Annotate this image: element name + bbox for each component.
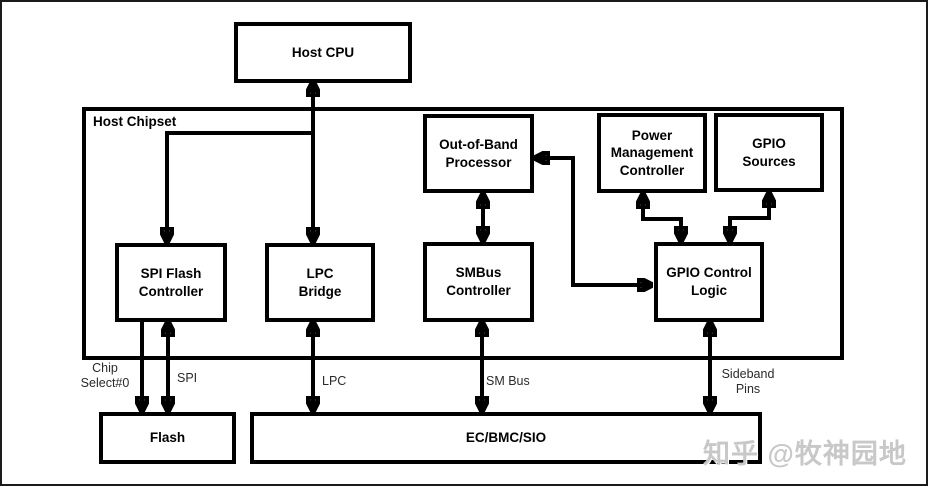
node-gpio-sources: GPIO Sources [714,113,824,192]
node-power-management-controller: Power Management Controller [597,113,707,193]
node-ec-bmc-sio-label: EC/BMC/SIO [465,430,547,446]
node-host-cpu-label: Host CPU [291,44,355,60]
host-chipset-label: Host Chipset [93,114,177,129]
host-chipset-container: Host Chipset [82,107,844,360]
node-spi-flash-controller-label: SPI Flash Controller [138,265,204,299]
bus-label-sm-bus: SM Bus [486,374,530,388]
node-smbus-controller-label: SMBus Controller [446,265,511,298]
node-gpio-control-logic: GPIO Control Logic [654,242,764,322]
bus-label-lpc: LPC [322,374,347,388]
bus-label-chip-select: Chip Select#0 [80,361,130,390]
node-gpio-control-logic-label: GPIO Control Logic [666,265,752,298]
zhihu-watermark: 知乎 @牧神园地 [703,439,907,469]
node-spi-flash-controller: SPI Flash Controller [115,243,227,322]
node-lpc-bridge-label: LPC Bridge [298,265,342,299]
bus-label-sideband-pins: Sideband Pins [721,367,775,396]
bus-label-spi: SPI [177,371,198,385]
node-flash-label: Flash [149,430,186,446]
node-host-cpu: Host CPU [234,22,412,83]
node-oob-processor: Out-of-Band Processor [423,114,534,193]
node-oob-processor-label: Out-of-Band Processor [439,136,518,170]
node-ec-bmc-sio: EC/BMC/SIO [250,412,762,464]
node-power-management-controller-label: Power Management Controller [610,127,694,178]
node-gpio-sources-label: GPIO Sources [742,135,796,169]
node-lpc-bridge: LPC Bridge [265,243,375,322]
node-smbus-controller: SMBus Controller [423,242,534,322]
node-flash: Flash [99,412,236,464]
